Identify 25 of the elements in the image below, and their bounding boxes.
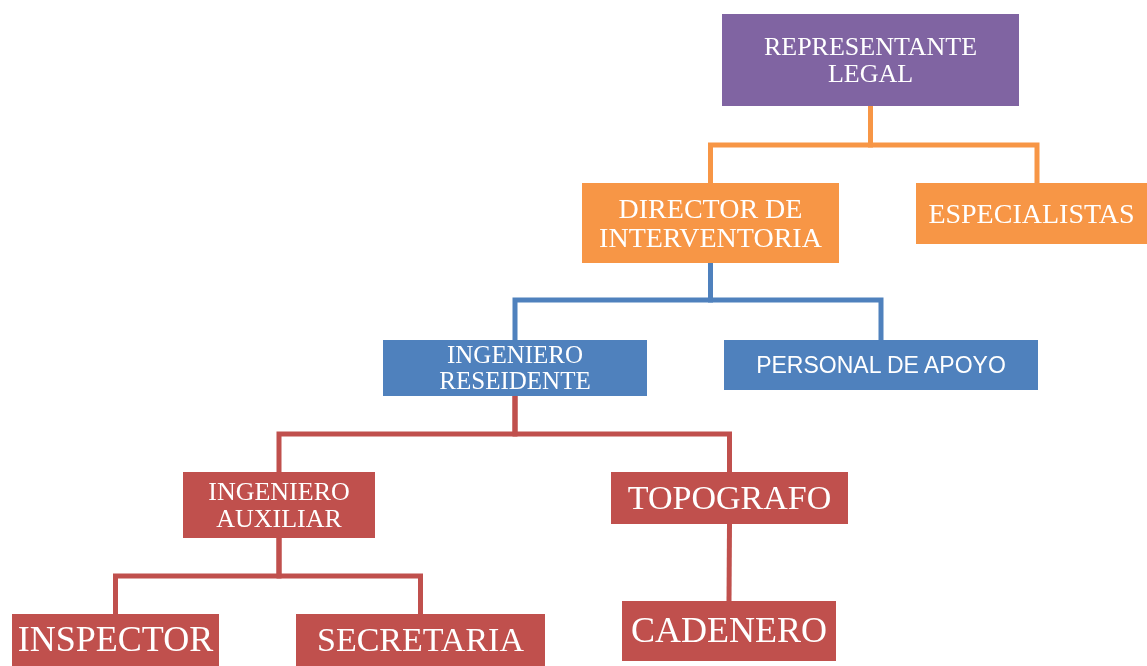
- org-box: [724, 340, 1038, 390]
- role-label: REPRESENTANTE LEGAL: [762, 32, 979, 88]
- role-label: DIRECTOR DE INTERVENTORIA: [598, 193, 823, 253]
- connector-line: [726, 524, 732, 601]
- role-label: SECRETARIA: [317, 622, 524, 658]
- org-box: [582, 183, 839, 263]
- org-box: [611, 472, 848, 524]
- role-label: INSPECTOR: [17, 621, 214, 659]
- role-label: TOPOGRAFO: [627, 480, 832, 516]
- connector-line: [868, 106, 1040, 183]
- role-label: ESPECIALISTAS: [928, 198, 1135, 229]
- org-box: [916, 183, 1147, 244]
- org-box: [296, 614, 545, 666]
- org-box: [722, 14, 1019, 106]
- role-label: INGENIERO RESEIDENTE: [438, 341, 592, 395]
- org-box: [183, 472, 375, 538]
- connector-line: [276, 538, 423, 614]
- role-label: CADENERO: [631, 612, 827, 650]
- role-label: INGENIERO AUXILIAR: [207, 477, 351, 533]
- org-box: [12, 614, 219, 666]
- org-box: [622, 601, 836, 661]
- org-box: [383, 340, 647, 396]
- connector-line: [512, 396, 732, 472]
- connector-line: [708, 263, 884, 340]
- role-label: PERSONAL DE APOYO: [756, 352, 1006, 378]
